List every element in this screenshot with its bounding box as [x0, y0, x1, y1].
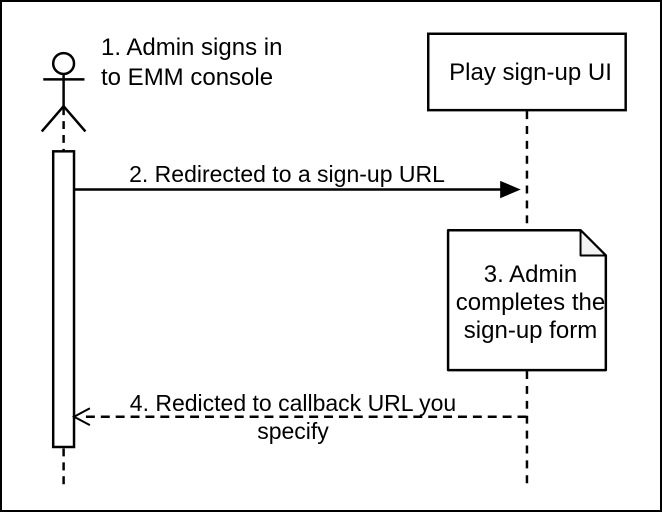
actor-label: 1. Admin signs in to EMM console: [101, 34, 283, 91]
message-4-label: 4. Redicted to callback URL you specify: [129, 390, 457, 444]
actor-figure: [40, 51, 87, 133]
message-2-label: 2. Redirected to a sign-up URL: [129, 161, 445, 187]
note-shape: [446, 228, 608, 372]
participant-label: Play sign-up UI: [449, 58, 612, 86]
actor-leg-right: [62, 105, 87, 133]
note-label: 3. Admin completes the sign-up form: [455, 260, 606, 344]
message-4-arrowhead: [71, 407, 91, 427]
actor-head: [51, 51, 76, 76]
note-fold: [579, 229, 607, 257]
participant-box: [426, 32, 627, 112]
message-2-arrowhead: [500, 180, 521, 199]
activation-bar: [51, 150, 76, 449]
actor-leg-left: [40, 105, 65, 133]
